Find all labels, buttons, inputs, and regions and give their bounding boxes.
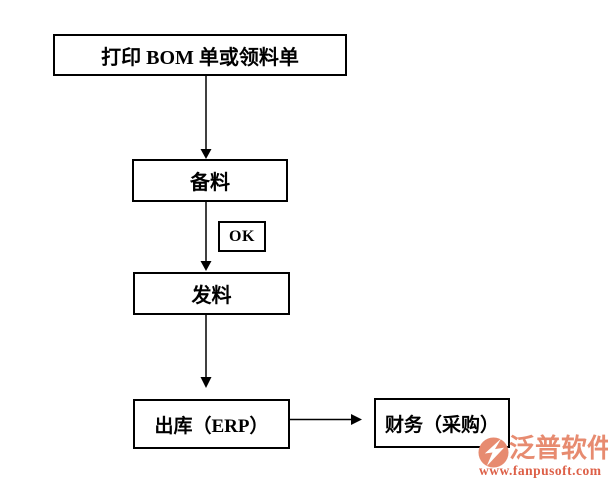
node-issue-material-label: 发料 bbox=[191, 285, 232, 307]
node-print-bom-label: 打印 BOM 单或领料单 bbox=[101, 46, 299, 69]
node-issue-material: 发料 bbox=[133, 272, 290, 315]
node-print-bom: 打印 BOM 单或领料单 bbox=[53, 34, 347, 76]
arrow-right-icon bbox=[351, 414, 362, 425]
node-finance-purchase: 财务（采购） bbox=[374, 398, 510, 448]
fanpusoft-logo: 泛普软件 www.fanpusoft.com bbox=[476, 434, 608, 482]
arrow-down-icon bbox=[200, 149, 212, 159]
node-finance-purchase-label: 财务（采购） bbox=[384, 414, 499, 436]
arrow-down-icon bbox=[200, 377, 212, 388]
node-prepare-material-label: 备料 bbox=[190, 172, 230, 194]
node-outbound-erp: 出库（ERP） bbox=[133, 399, 290, 449]
node-ok-label: OK bbox=[229, 227, 255, 245]
fanpusoft-logo-icon bbox=[478, 437, 509, 468]
node-prepare-material: 备料 bbox=[132, 159, 288, 202]
node-outbound-erp-label: 出库（ERP） bbox=[154, 415, 269, 437]
arrow-down-icon bbox=[200, 261, 212, 271]
node-ok: OK bbox=[218, 221, 266, 252]
fanpusoft-logo-text: 泛普软件 bbox=[509, 434, 608, 463]
fanpusoft-url-text: www.fanpusoft.com bbox=[479, 463, 602, 478]
